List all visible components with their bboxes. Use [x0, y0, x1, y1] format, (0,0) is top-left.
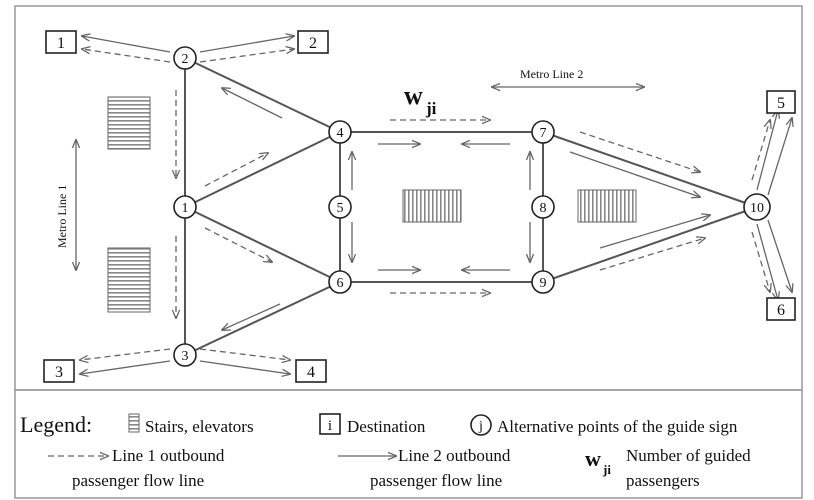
svg-text:9: 9 [540, 276, 547, 291]
destination-2: 2 [297, 30, 329, 54]
svg-text:2: 2 [182, 52, 189, 67]
legend-w-subscript: ji [602, 462, 611, 477]
svg-text:10: 10 [750, 201, 764, 216]
node-5: 5 [328, 195, 352, 219]
svg-text:4: 4 [307, 364, 315, 381]
legend-alt-circle [470, 414, 492, 436]
stairs-block-center [402, 189, 462, 223]
svg-text:6: 6 [337, 276, 344, 291]
legend-line2-label-a: Line 2 outbound [398, 446, 511, 465]
svg-text:3: 3 [182, 349, 189, 364]
destination-4: 4 [295, 359, 327, 383]
stairs-block-bottom-left [107, 247, 151, 313]
metro-line-2-label: Metro Line 2 [520, 67, 583, 81]
flow-arrows [76, 36, 792, 374]
svg-text:ji: ji [425, 99, 437, 118]
legend-guided-label-b: passengers [626, 471, 700, 490]
node-9: 9 [531, 270, 555, 294]
svg-text:2: 2 [309, 35, 317, 52]
node-2: 2 [173, 46, 197, 70]
svg-text:1: 1 [57, 35, 65, 52]
metro-line-1-label: Metro Line 1 [55, 185, 69, 248]
svg-text:3: 3 [55, 364, 63, 381]
legend-stairs-label: Stairs, elevators [145, 417, 254, 436]
legend-alt-label: Alternative points of the guide sign [497, 417, 738, 436]
node-3: 3 [173, 343, 197, 367]
node-10: 10 [743, 193, 771, 221]
svg-text:5: 5 [337, 201, 344, 216]
svg-text:6: 6 [777, 302, 785, 319]
stairs-block-right [577, 189, 637, 223]
svg-text:5: 5 [777, 95, 785, 112]
node-7: 7 [531, 120, 555, 144]
legend-destination-symbol: i [328, 418, 332, 434]
legend-destination-label: Destination [347, 417, 426, 436]
legend-frame [14, 389, 803, 499]
legend-line2-label-b: passenger flow line [370, 471, 502, 490]
legend-title: Legend: [20, 412, 92, 437]
destination-1: 1 [45, 30, 77, 54]
legend-alt-symbol: j [478, 419, 483, 434]
legend-guided-label-a: Number of guided [626, 446, 751, 465]
stairs-block-top-left [107, 96, 151, 150]
svg-text:w: w [404, 81, 423, 110]
svg-text:4: 4 [337, 126, 344, 141]
w-ji-annotation: w ji [404, 81, 437, 118]
legend-w-symbol: w [585, 446, 601, 471]
svg-text:8: 8 [540, 201, 547, 216]
node-1: 1 [173, 195, 197, 219]
node-8: 8 [531, 195, 555, 219]
legend-line1-label-a: Line 1 outbound [112, 446, 225, 465]
destination-6: 6 [766, 297, 796, 321]
destination-5: 5 [766, 90, 796, 114]
node-6: 6 [328, 270, 352, 294]
destination-3: 3 [43, 359, 75, 383]
legend-stairs-swatch [128, 413, 140, 433]
node-4: 4 [328, 120, 352, 144]
svg-text:7: 7 [540, 126, 547, 141]
legend-line1-label-b: passenger flow line [72, 471, 204, 490]
network-edges [184, 57, 758, 356]
svg-text:1: 1 [182, 201, 189, 216]
legend: Legend: Stairs, elevators i Destination … [20, 412, 751, 490]
legend-destination-box [319, 413, 341, 435]
